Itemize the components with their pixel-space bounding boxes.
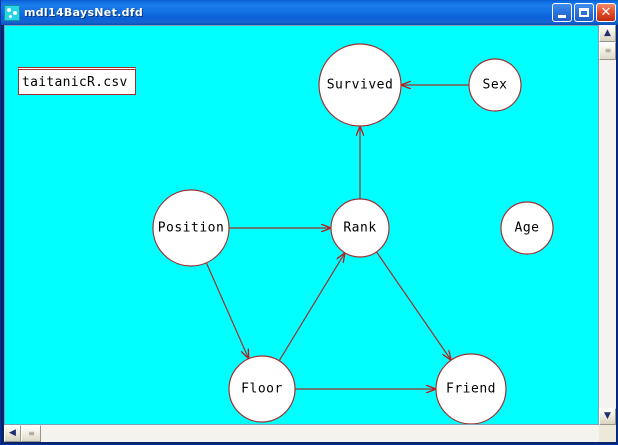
node-label-friend: Friend (446, 381, 496, 397)
node-label-survived: Survived (326, 77, 394, 93)
vertical-scroll-thumb[interactable]: ≡ (599, 42, 616, 60)
scroll-down-button[interactable]: ▼ (599, 408, 616, 425)
node-floor[interactable] (228, 355, 296, 423)
data-source-label-box[interactable]: taitanicR.csv (18, 67, 136, 95)
window-title: mdl14BaysNet.dfd (24, 6, 144, 19)
minimize-icon (558, 14, 566, 18)
horizontal-scrollbar[interactable]: ◀ ≡ (4, 425, 599, 442)
node-label-rank: Rank (343, 220, 377, 236)
node-rank[interactable] (330, 198, 390, 258)
application-icon (4, 4, 20, 21)
edge-layer (205, 85, 469, 389)
node-layer (152, 43, 554, 424)
node-label-floor: Floor (241, 381, 283, 397)
title-bar[interactable]: mdl14BaysNet.dfd ✕ (1, 0, 618, 25)
horizontal-scroll-thumb[interactable]: ≡ (21, 425, 41, 442)
node-label-sex: Sex (482, 77, 508, 93)
maximize-icon (579, 8, 589, 17)
edge-floor-to-rank[interactable] (278, 254, 344, 362)
node-label-age: Age (514, 220, 540, 236)
chevron-left-icon: ◀ (9, 428, 16, 438)
node-survived[interactable] (318, 43, 402, 127)
close-icon: ✕ (600, 4, 612, 20)
minimize-button[interactable] (552, 3, 572, 22)
close-button[interactable]: ✕ (596, 3, 616, 22)
node-position[interactable] (152, 189, 230, 267)
grip-icon: ≡ (28, 428, 35, 438)
node-age[interactable] (500, 201, 554, 255)
grip-icon: ≡ (604, 46, 612, 55)
vertical-scrollbar[interactable]: ▲ ≡ ▼ (599, 25, 616, 425)
scrollbar-corner (599, 425, 616, 442)
scroll-left-button[interactable]: ◀ (4, 425, 21, 442)
window-controls: ✕ (552, 3, 616, 22)
edge-position-to-floor[interactable] (205, 262, 248, 358)
scroll-up-button[interactable]: ▲ (599, 25, 616, 42)
node-label-position: Position (157, 220, 225, 236)
bayesian-network-graph (152, 43, 554, 424)
node-friend[interactable] (435, 353, 507, 424)
maximize-button[interactable] (574, 3, 594, 22)
data-source-label-text: taitanicR.csv (22, 74, 128, 90)
chevron-down-icon: ▼ (604, 411, 611, 421)
chevron-up-icon: ▲ (604, 28, 611, 38)
edge-rank-to-friend[interactable] (375, 251, 450, 359)
node-sex[interactable] (468, 58, 522, 112)
